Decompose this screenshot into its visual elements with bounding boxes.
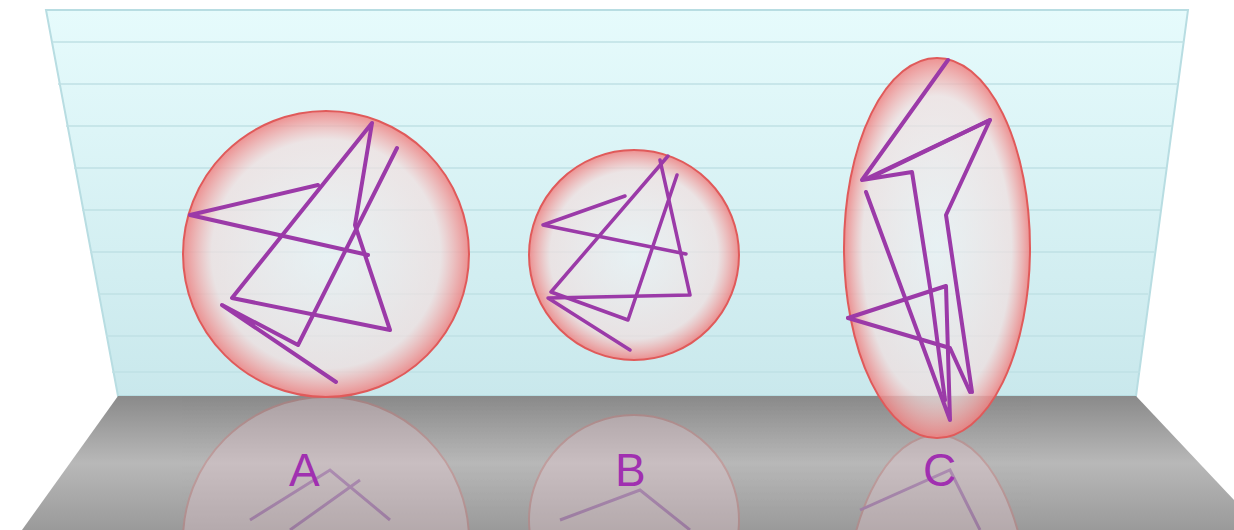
ellipsoid — [844, 58, 1030, 438]
sphere — [183, 111, 469, 397]
shape-label: C — [923, 447, 956, 493]
shape-label: B — [615, 447, 646, 493]
polyline — [848, 60, 990, 420]
polyline — [543, 156, 690, 350]
polyline — [190, 123, 397, 382]
sphere — [529, 150, 739, 360]
shape-label: A — [289, 447, 320, 493]
